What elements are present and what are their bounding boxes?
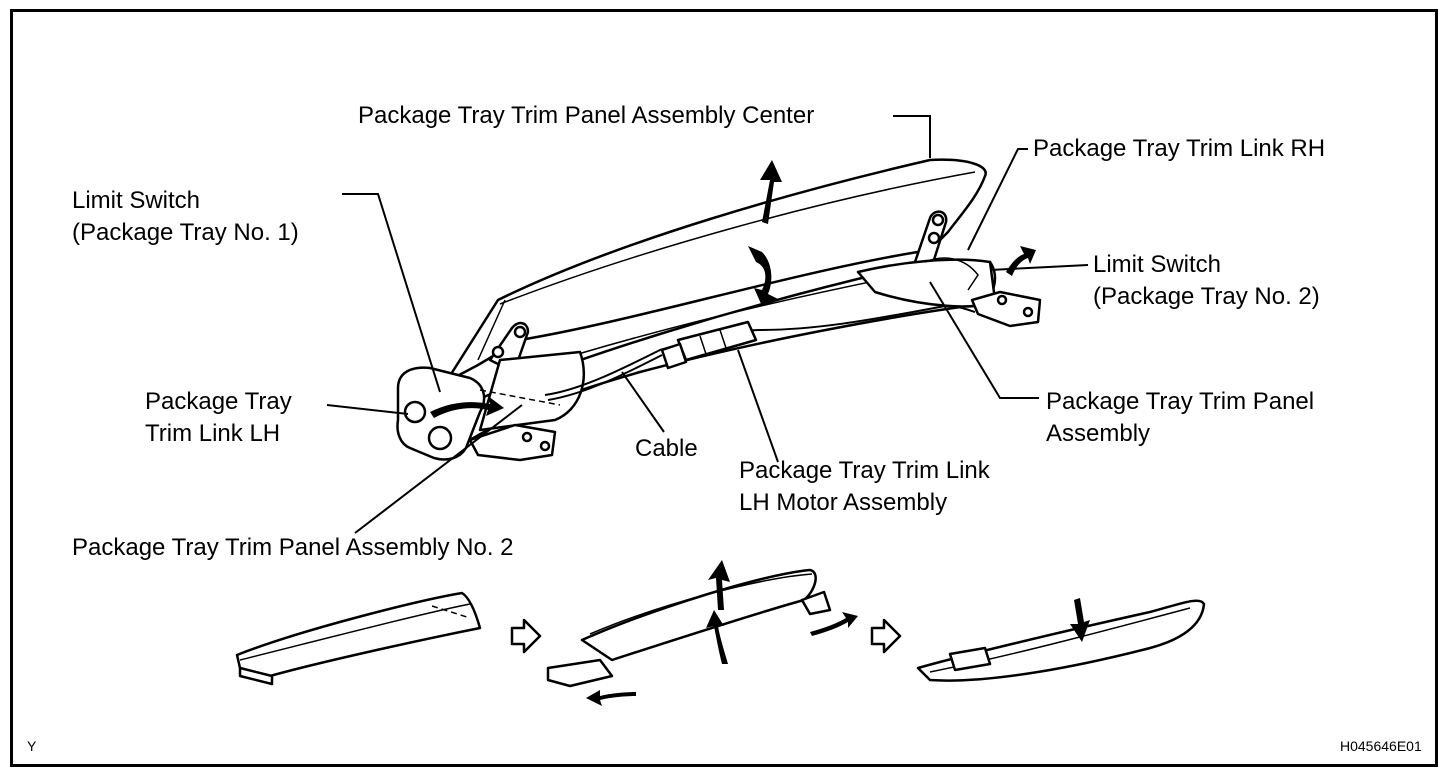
label-tray-panel-line1: Package Tray Trim Panel [1046, 388, 1315, 415]
label-limit-switch-2-line1: Limit Switch [1093, 251, 1222, 278]
label-motor: Package Tray Trim Link LH Motor Assembly [739, 455, 990, 519]
corner-mark-right: H045646E01 [1340, 738, 1422, 754]
label-motor-line2: LH Motor Assembly [739, 489, 948, 516]
sequence-step-3 [916, 598, 1206, 682]
corner-mark-left: Y [27, 738, 37, 754]
label-tray-panel-line2: Assembly [1046, 420, 1151, 447]
label-link-lh: Package Tray Trim Link LH [145, 386, 292, 450]
tray-center-panel [444, 158, 987, 384]
step-arrow-1 [510, 618, 542, 654]
label-tray-no2: Package Tray Trim Panel Assembly No. 2 [72, 534, 514, 561]
label-limit-switch-2-line2: (Package Tray No. 2) [1093, 283, 1320, 310]
label-motor-line1: Package Tray Trim Link [739, 457, 990, 484]
label-tray-panel: Package Tray Trim Panel Assembly [1046, 386, 1314, 450]
leader-lines [326, 115, 1089, 534]
bracket-rh [970, 290, 1042, 328]
bracket-lh [468, 423, 557, 462]
label-link-rh: Package Tray Trim Link RH [1033, 135, 1326, 162]
label-link-lh-line1: Package Tray [145, 388, 292, 415]
sequence-step-1 [235, 591, 482, 686]
label-limit-switch-1-line2: (Package Tray No. 1) [72, 219, 299, 246]
label-limit-switch-1: Limit Switch (Package Tray No. 1) [72, 185, 299, 249]
main-assembly [396, 158, 1042, 462]
cable-line [544, 304, 976, 396]
label-limit-switch-1-line1: Limit Switch [72, 187, 201, 214]
sequence-step-2 [546, 560, 858, 706]
step-arrow-2 [870, 618, 902, 654]
label-link-lh-line2: Trim Link LH [145, 420, 281, 447]
diagram-frame [10, 9, 1438, 767]
label-limit-switch-2: Limit Switch (Package Tray No. 2) [1093, 249, 1320, 313]
label-tray-center: Package Tray Trim Panel Assembly Center [358, 102, 815, 129]
label-cable: Cable [635, 435, 698, 462]
